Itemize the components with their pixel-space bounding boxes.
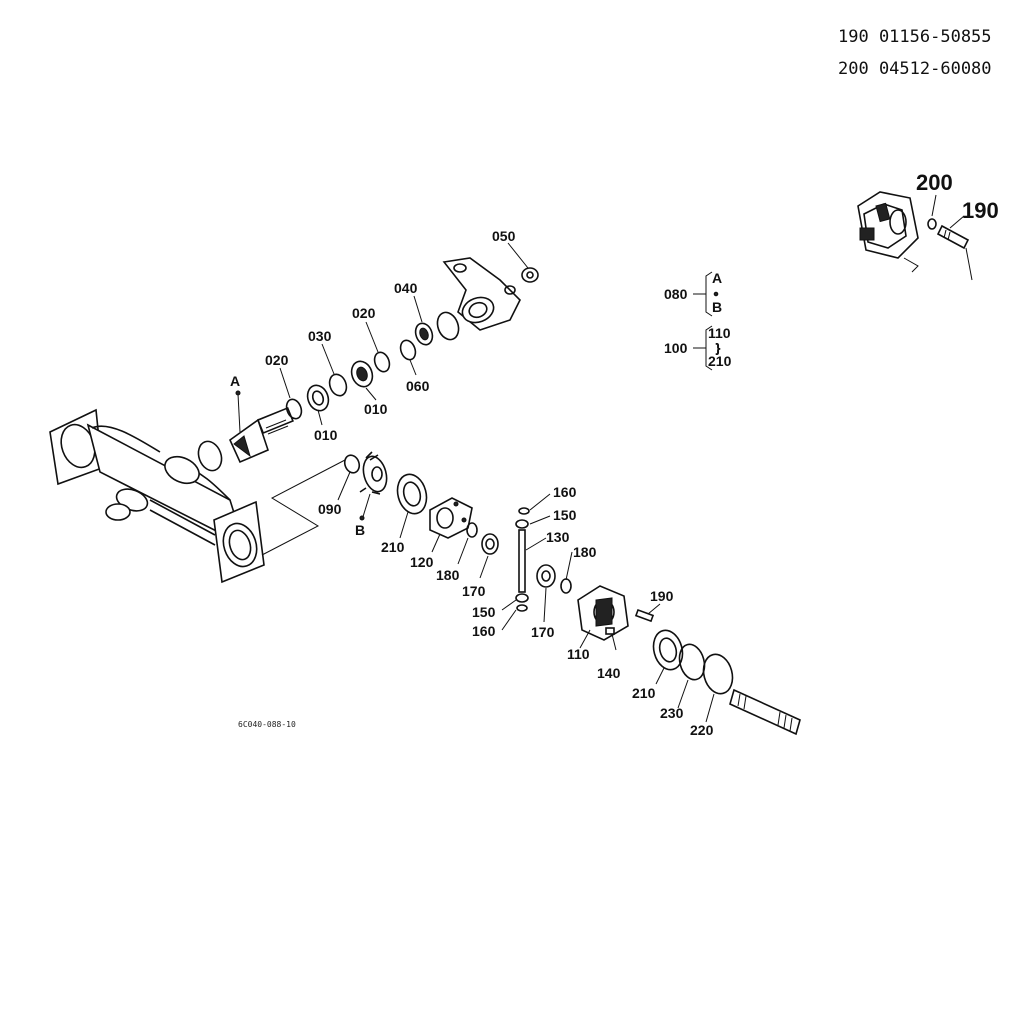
inset-callout-190: 190 <box>962 198 999 223</box>
callout-010-upper: 010 <box>364 401 388 417</box>
callout-020-upper: 020 <box>352 305 376 321</box>
bearing-010-a <box>306 384 330 412</box>
gear-case-120 <box>429 497 473 539</box>
callout-150-upper: 150 <box>553 507 577 523</box>
legend-100-b: 210 <box>708 353 732 369</box>
bearing-210-b <box>652 629 684 671</box>
inset-callout-200: 200 <box>916 170 953 195</box>
gear-170-b <box>536 564 556 588</box>
callout-020-lower: 020 <box>265 352 289 368</box>
callout-050: 050 <box>492 228 516 244</box>
callout-010-lower: 010 <box>314 427 338 443</box>
snap-ring-090 <box>343 454 361 474</box>
output-shaft <box>729 688 801 736</box>
bevel-gear-b <box>359 451 388 495</box>
seal-ring <box>436 311 460 341</box>
legend-100: 100 <box>664 340 688 356</box>
ring-220 <box>702 653 734 695</box>
callout-a: A <box>230 373 240 389</box>
legend-080-b: B <box>712 299 722 315</box>
washer-180-a <box>466 522 478 538</box>
bearing-040 <box>414 322 434 346</box>
callout-180-right: 180 <box>573 544 597 560</box>
washer-180-b <box>560 578 572 594</box>
housing-o-ring <box>197 440 223 472</box>
callout-120: 120 <box>410 554 434 570</box>
callout-210-lower: 210 <box>632 685 656 701</box>
assembly-legend: 080 A B 100 110 } 210 <box>664 270 732 371</box>
legend-080-a: A <box>712 270 722 286</box>
callout-220: 220 <box>690 722 714 738</box>
header-line-2: 200 04512-60080 <box>838 59 992 79</box>
shim-020-a <box>285 398 303 420</box>
legend-100-a: 110 <box>708 325 731 341</box>
callout-210-upper: 210 <box>381 539 405 555</box>
collar-030 <box>328 373 348 397</box>
washer-050 <box>521 267 539 283</box>
knuckle-arm <box>442 257 521 331</box>
callout-160-lower: 160 <box>472 623 496 639</box>
callout-190: 190 <box>650 588 674 604</box>
callout-230: 230 <box>660 705 684 721</box>
marker-a-dot <box>235 390 241 396</box>
shim-020-b <box>373 351 391 373</box>
callout-030: 030 <box>308 328 332 344</box>
callout-090: 090 <box>318 501 342 517</box>
legend-080: 080 <box>664 286 688 302</box>
callout-040: 040 <box>394 280 418 296</box>
header-line-1: 190 01156-50855 <box>838 27 992 47</box>
callout-b: B <box>355 522 365 538</box>
snap-ring-060 <box>399 339 417 361</box>
gear-170-a <box>481 533 499 555</box>
callout-170-left: 170 <box>462 583 486 599</box>
drawing-reference-code: 6C040-088-10 <box>238 720 296 729</box>
svg-text:}: } <box>716 341 720 355</box>
callout-110: 110 <box>567 646 590 662</box>
bevel-pinion-shaft <box>228 393 294 464</box>
callout-170-right: 170 <box>531 624 555 640</box>
bearing-210-a <box>396 473 428 515</box>
callout-140: 140 <box>597 665 621 681</box>
leader-lines <box>279 242 715 723</box>
marker-b-dot <box>359 515 365 521</box>
diff-case-110 <box>577 585 629 651</box>
callout-180-left: 180 <box>436 567 460 583</box>
bolt-190 <box>634 608 655 623</box>
inset-diagram: 200 190 <box>857 170 999 281</box>
bearing-010-b <box>350 360 374 388</box>
callout-060: 060 <box>406 378 430 394</box>
callout-130: 130 <box>546 529 570 545</box>
callout-150-lower: 150 <box>472 604 496 620</box>
ring-230 <box>678 643 706 681</box>
pin-130 <box>515 507 530 612</box>
leader-bracket <box>261 459 346 556</box>
axle-housing <box>49 408 265 584</box>
callout-160-upper: 160 <box>553 484 577 500</box>
